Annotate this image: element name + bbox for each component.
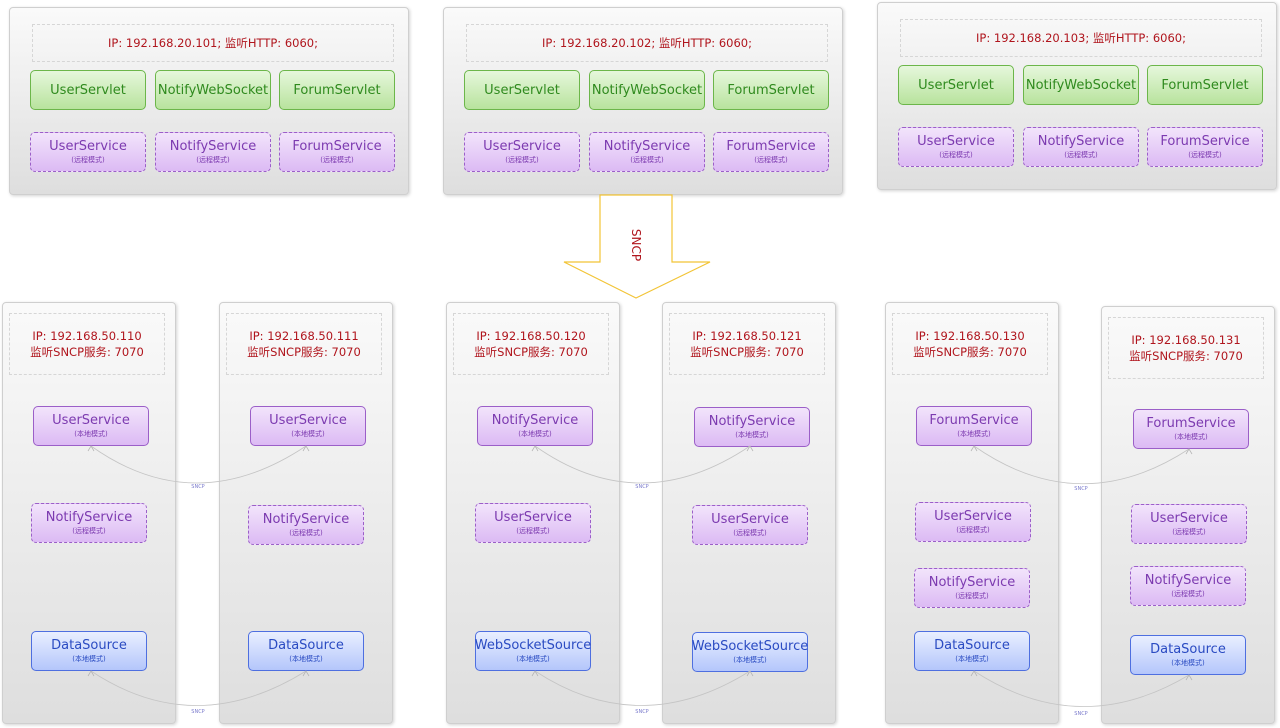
user-service-local-box[interactable]: UserService(本地模式): [250, 406, 366, 446]
notify-websocket-box[interactable]: NotifyWebSocket: [589, 70, 705, 110]
notify-service-remote-box[interactable]: NotifyService(远程模式): [589, 132, 705, 172]
user-service-remote-box[interactable]: UserService(远程模式): [30, 132, 146, 172]
sncp-link-label: SNCP: [1074, 486, 1087, 492]
forum-service-local-box[interactable]: ForumService(本地模式): [1133, 409, 1249, 449]
user-service-remote-box[interactable]: UserService(远程模式): [915, 502, 1031, 542]
web-server-panel-1: IP: 192.168.20.101; 监听HTTP: 6060; UserSe…: [9, 7, 409, 195]
web-server-panel-2: IP: 192.168.20.102; 监听HTTP: 6060; UserSe…: [443, 7, 843, 195]
websocket-source-box[interactable]: WebSocketSource(本地模式): [692, 632, 808, 672]
forum-service-remote-box[interactable]: ForumService(远程模式): [713, 132, 829, 172]
forum-servlet-box[interactable]: ForumServlet: [713, 70, 829, 110]
notify-service-remote-box[interactable]: NotifyService(远程模式): [248, 505, 364, 545]
forum-service-remote-box[interactable]: ForumService(远程模式): [1147, 127, 1263, 167]
notify-service-remote-box[interactable]: NotifyService(远程模式): [155, 132, 271, 172]
user-service-remote-box[interactable]: UserService(远程模式): [475, 503, 591, 543]
notify-service-remote-box[interactable]: NotifyService(远程模式): [31, 503, 147, 543]
user-servlet-box[interactable]: UserServlet: [464, 70, 580, 110]
notify-service-local-box[interactable]: NotifyService(本地模式): [694, 407, 810, 447]
notify-websocket-box[interactable]: NotifyWebSocket: [155, 70, 271, 110]
websocket-source-box[interactable]: WebSocketSource(本地模式): [475, 631, 591, 671]
notify-service-remote-box[interactable]: NotifyService(远程模式): [1023, 127, 1139, 167]
web-server-panel-3: IP: 192.168.20.103; 监听HTTP: 6060; UserSe…: [877, 2, 1277, 190]
server-ip-label: IP: 192.168.20.102; 监听HTTP: 6060;: [466, 24, 828, 62]
notify-service-remote-box[interactable]: NotifyService(远程模式): [1130, 566, 1246, 606]
server-ip-label: IP: 192.168.20.103; 监听HTTP: 6060;: [900, 19, 1262, 57]
sncp-link-label: SNCP: [191, 484, 204, 490]
sncp-link-label: SNCP: [635, 709, 648, 715]
sncp-down-arrow-icon: [563, 194, 711, 299]
datasource-box[interactable]: DataSource(本地模式): [248, 631, 364, 671]
sncp-link-label: SNCP: [191, 709, 204, 715]
user-service-remote-box[interactable]: UserService(远程模式): [898, 127, 1014, 167]
forum-servlet-box[interactable]: ForumServlet: [279, 70, 395, 110]
user-servlet-box[interactable]: UserServlet: [898, 65, 1014, 105]
datasource-box[interactable]: DataSource(本地模式): [31, 631, 147, 671]
datasource-box[interactable]: DataSource(本地模式): [1130, 635, 1246, 675]
sncp-link-label: SNCP: [635, 484, 648, 490]
user-service-local-box[interactable]: UserService(本地模式): [33, 406, 149, 446]
server-ip-label: IP: 192.168.20.101; 监听HTTP: 6060;: [32, 24, 394, 62]
sncp-arrow-label: SNCP: [629, 228, 643, 262]
sncp-link-label: SNCP: [1074, 711, 1087, 717]
datasource-box[interactable]: DataSource(本地模式): [914, 631, 1030, 671]
forum-service-local-box[interactable]: ForumService(本地模式): [916, 406, 1032, 446]
forum-service-remote-box[interactable]: ForumService(远程模式): [279, 132, 395, 172]
user-servlet-box[interactable]: UserServlet: [30, 70, 146, 110]
user-service-remote-box[interactable]: UserService(远程模式): [464, 132, 580, 172]
notify-service-remote-box[interactable]: NotifyService(远程模式): [914, 568, 1030, 608]
notify-websocket-box[interactable]: NotifyWebSocket: [1023, 65, 1139, 105]
notify-service-local-box[interactable]: NotifyService(本地模式): [477, 406, 593, 446]
forum-servlet-box[interactable]: ForumServlet: [1147, 65, 1263, 105]
user-service-remote-box[interactable]: UserService(远程模式): [1131, 504, 1247, 544]
user-service-remote-box[interactable]: UserService(远程模式): [692, 505, 808, 545]
